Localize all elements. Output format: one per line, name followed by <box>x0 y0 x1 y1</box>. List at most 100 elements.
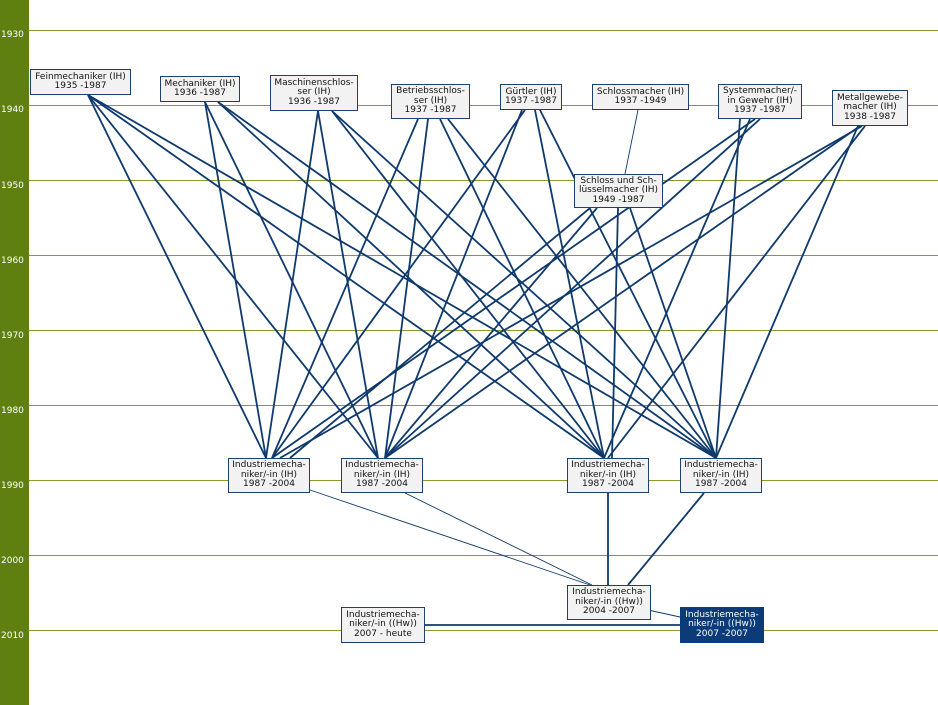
thin-edge-3 <box>647 609 681 618</box>
gridline-1990 <box>29 480 938 481</box>
year-label-2000: 2000 <box>1 556 24 566</box>
edge-25 <box>384 125 861 459</box>
gridline-1930 <box>29 30 938 31</box>
node-years: 1937 -1987 <box>505 96 557 106</box>
node-years: 2007 -2007 <box>696 628 748 639</box>
edge-7 <box>217 101 717 459</box>
edge-6 <box>217 101 605 459</box>
year-axis-sidebar <box>0 0 29 705</box>
node-name: Systemmacher/- in Gewehr (IH) <box>722 86 797 106</box>
node-name: Betriebsschlos- ser (IH) <box>396 86 465 106</box>
node-industriemechaniker-ih-3[interactable]: Industriemecha- niker/-in (IH) 1987 -200… <box>567 458 649 493</box>
edge-10 <box>331 110 605 459</box>
edge-24 <box>279 125 863 459</box>
node-name: Metallgewebe- macher (IH) <box>837 92 903 113</box>
node-name: Industriemecha- niker/-in ((Hw)) <box>685 609 759 630</box>
node-guertler[interactable]: Gürtler (IH) 1937 -1987 <box>500 84 562 110</box>
year-label-1980: 1980 <box>1 406 24 416</box>
year-label-1970: 1970 <box>1 331 24 341</box>
node-metallgewebemacher[interactable]: Metallgewebe- macher (IH) 1938 -1987 <box>832 90 908 126</box>
node-mechaniker[interactable]: Mechaniker (IH) 1936 -1987 <box>160 76 240 102</box>
edge-17 <box>384 109 523 459</box>
gridline-1960 <box>29 255 938 256</box>
gridline-1970 <box>29 330 938 331</box>
edge-19 <box>539 109 717 459</box>
node-years: 1987 -2004 <box>582 479 634 490</box>
year-label-1960: 1960 <box>1 256 24 266</box>
gridline-1940 <box>29 105 938 106</box>
node-betriebsschlosser[interactable]: Betriebsschlos- ser (IH) 1937 -1987 <box>391 84 470 119</box>
node-schloss-und-schluesselmacher[interactable]: Schloss und Sch- lüsselmacher (IH) 1949 … <box>574 174 663 208</box>
edge-5 <box>204 101 379 459</box>
edge-29 <box>384 207 598 459</box>
edge-27 <box>715 125 859 459</box>
node-years: 1937 -1987 <box>404 105 457 116</box>
node-years: 1935 -1987 <box>54 81 107 91</box>
edge-12 <box>271 118 419 459</box>
node-years: 1987 -2004 <box>695 479 747 490</box>
edge-11 <box>331 110 717 459</box>
thin-edge-1 <box>404 492 593 586</box>
gridline-1950 <box>29 180 938 181</box>
node-feinmechaniker[interactable]: Feinmechaniker (IH) 1935 -1987 <box>30 69 131 95</box>
node-name: Industriemecha- niker/-in (IH) <box>571 460 645 480</box>
thin-edge-2 <box>624 109 639 175</box>
node-name: Industriemecha- niker/-in (IH) <box>684 460 758 480</box>
node-industriemechaniker-hw-2007-selected[interactable]: Industriemecha- niker/-in ((Hw)) 2007 -2… <box>680 607 764 643</box>
node-industriemechaniker-hw-2004[interactable]: Industriemecha- niker/-in ((Hw)) 2004 -2… <box>567 585 651 620</box>
node-years: 1938 -1987 <box>844 111 896 122</box>
node-years: 1937 -1987 <box>734 105 786 116</box>
edge-16 <box>271 109 526 459</box>
year-label-1930: 1930 <box>1 30 24 40</box>
year-label-1950: 1950 <box>1 181 24 191</box>
node-years: 2007 - heute <box>354 628 412 639</box>
edge-20 <box>271 118 756 459</box>
edge-4 <box>204 101 267 459</box>
node-industriemechaniker-hw-heute[interactable]: Industriemecha- niker/-in ((Hw)) 2007 - … <box>341 607 425 643</box>
edge-14 <box>439 118 605 459</box>
edge-30 <box>611 207 619 459</box>
edge-23 <box>715 118 741 459</box>
node-name: Maschinenschlos- ser (IH) <box>274 77 354 98</box>
edge-26 <box>607 125 866 459</box>
node-name: Industriemecha- niker/-in (IH) <box>232 460 306 480</box>
node-name: Gürtler (IH) <box>505 86 557 97</box>
node-years: 1936 -1987 <box>288 96 340 107</box>
node-name: Industriemecha- niker/-in ((Hw)) <box>346 609 420 630</box>
edge-13 <box>384 118 429 459</box>
gridline-1980 <box>29 405 938 406</box>
node-maschinenschlosser[interactable]: Maschinenschlos- ser (IH) 1936 -1987 <box>270 75 358 111</box>
edge-9 <box>317 110 379 459</box>
edge-0 <box>87 94 267 459</box>
year-label-2010: 2010 <box>1 631 24 641</box>
gridline-2000 <box>29 555 938 556</box>
node-industriemechaniker-ih-2[interactable]: Industriemecha- niker/-in (IH) 1987 -200… <box>341 458 423 493</box>
node-years: 1987 -2004 <box>356 479 408 490</box>
node-schlossmacher[interactable]: Schlossmacher (IH) 1937 -1949 <box>592 84 689 110</box>
thin-edge-0 <box>309 489 591 586</box>
edge-15 <box>447 118 717 459</box>
gridline-2010 <box>29 630 938 631</box>
edge-3 <box>87 94 717 459</box>
node-industriemechaniker-ih-1[interactable]: Industriemecha- niker/-in (IH) 1987 -200… <box>228 458 310 493</box>
year-label-1990: 1990 <box>1 481 24 491</box>
node-years: 1987 -2004 <box>243 479 295 490</box>
node-name: Feinmechaniker (IH) <box>35 71 126 82</box>
node-name: Industriemecha- niker/-in ((Hw)) <box>572 587 646 607</box>
edge-18 <box>534 109 605 459</box>
node-years: 1937 -1949 <box>614 96 667 106</box>
edge-33 <box>627 492 705 586</box>
edge-1 <box>87 94 379 459</box>
node-name: Mechaniker (IH) <box>164 78 236 89</box>
edge-8 <box>265 110 319 459</box>
edge-21 <box>384 118 761 459</box>
year-label-1940: 1940 <box>1 105 24 115</box>
node-name: Industriemecha- niker/-in (IH) <box>345 460 419 480</box>
node-name: Schloss und Sch- lüsselmacher (IH) <box>578 175 659 196</box>
node-industriemechaniker-ih-4[interactable]: Industriemecha- niker/-in (IH) 1987 -200… <box>680 458 762 493</box>
node-systemmacher[interactable]: Systemmacher/- in Gewehr (IH) 1937 -1987 <box>718 84 802 119</box>
node-name: Schlossmacher (IH) <box>596 86 685 97</box>
node-years: 1936 -1987 <box>174 88 226 98</box>
edge-28 <box>289 207 591 459</box>
